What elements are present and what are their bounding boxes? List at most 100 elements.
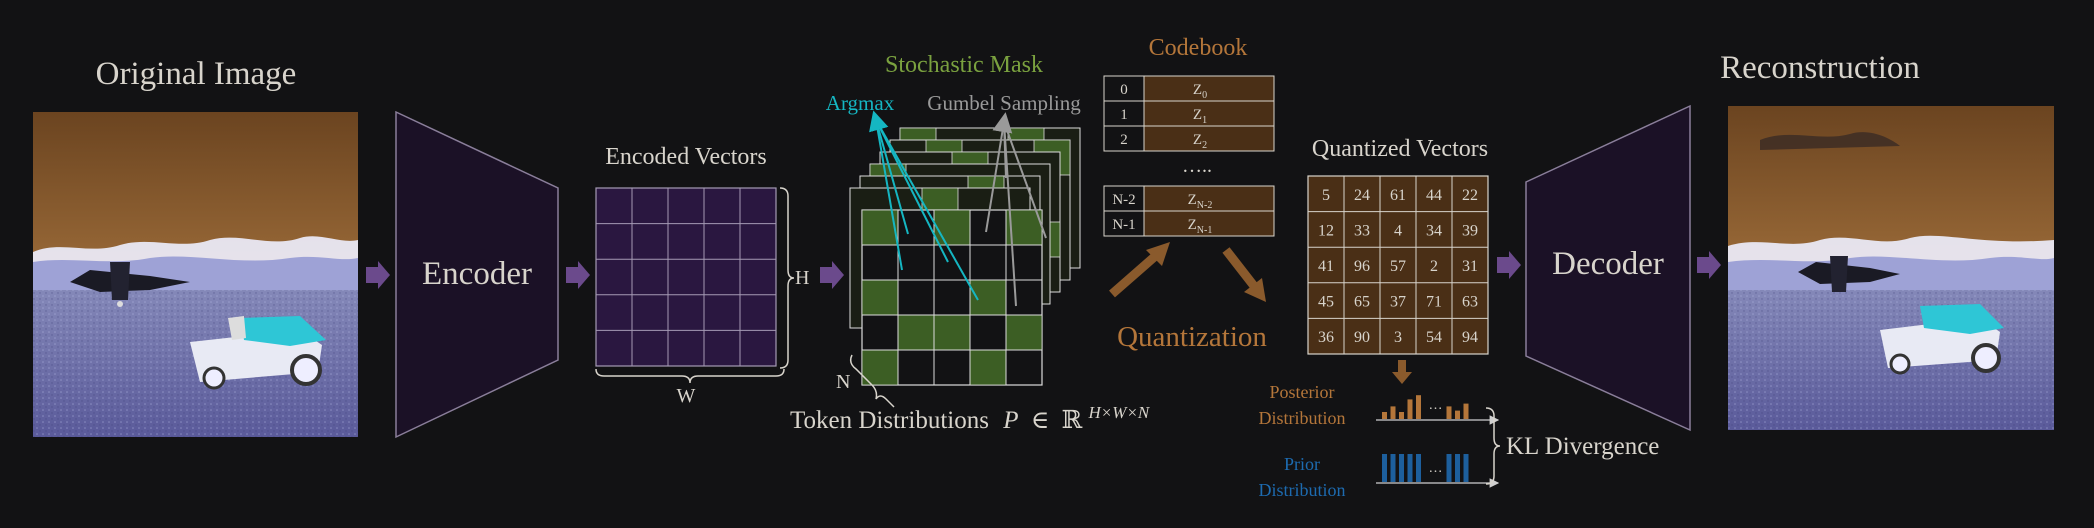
kl-divergence-label: KL Divergence [1506,433,1659,460]
quantized-cell-value: 57 [1390,258,1406,275]
prior-label-line2: Distribution [1258,480,1345,500]
w-label: W [677,385,696,407]
front-mask-cell [933,314,971,351]
prior-bar [1446,454,1452,482]
quantized-grid-frame [1307,175,1489,355]
posterior-bar [1390,406,1396,419]
quantized-vectors-label: Quantized Vectors [1312,136,1488,162]
codebook-index-2: 2 [1120,132,1128,148]
codebook-entry-letter: Z [1193,132,1202,148]
quantized-cell-value: 31 [1462,258,1478,275]
front-mask-cell [933,209,971,246]
posterior-histogram: … [1376,395,1500,425]
posterior-bar [1463,403,1469,419]
prior-bar [1390,454,1396,482]
codebook-entry-cell [1143,100,1275,127]
codebook-entry-cell [1143,125,1275,152]
quantized-cell-value: 39 [1462,222,1478,239]
token-distributions-label: Token Distributions P ∈ ℝ H×W×N [790,403,1151,434]
n-brace [849,354,895,408]
quantized-cell-value: 61 [1390,187,1406,204]
posterior-ellipsis: … [1429,398,1443,413]
prior-bar [1455,454,1460,482]
codebook-entry-0: Z0 [1193,82,1207,101]
quantized-cell-value: 3 [1394,329,1402,346]
quantization-arrows [1109,242,1266,302]
svg-text:Token Distributions P: Token Distributions P ∈ ℝ H×W×N [790,403,1151,434]
codebook-entry-subscript: N-1 [1197,225,1213,236]
gumbel-sampling-label: Gumbel Sampling [927,91,1081,115]
flow-arrow-3 [820,261,844,289]
codebook-index-4: N-1 [1112,217,1135,233]
codebook-index-cell [1103,125,1145,152]
posterior-bar [1455,410,1460,419]
quantized-cell-value: 33 [1354,222,1370,239]
token-dist-prefix: Token Distributions [790,407,989,434]
token-distribution-stack [849,110,1081,386]
encoder-label: Encoder [422,256,532,292]
codebook-entry-3: ZN-2 [1188,192,1213,211]
quantization-label: Quantization [1117,321,1267,353]
prior-bar [1399,454,1404,482]
reconstruction-title: Reconstruction [1720,50,1920,86]
gumbel-line [1003,121,1007,179]
quantized-cell-value: 71 [1426,294,1442,311]
token-dist-symbol: P [1002,407,1018,434]
posterior-bar [1446,406,1452,419]
original-image-title: Original Image [96,56,297,92]
codebook-index-3: N-2 [1112,192,1135,208]
flow-arrow-2 [566,261,590,289]
flow-arrow-4 [1497,251,1521,279]
quantized-cell-value: 2 [1430,258,1438,275]
codebook-entry-1: Z1 [1193,107,1207,126]
w-brace [595,368,785,384]
quantized-cell-value: 54 [1426,329,1442,346]
front-mask-cell [861,279,899,316]
decoder-label: Decoder [1552,246,1664,282]
codebook-entry-subscript: N-2 [1197,200,1213,211]
posterior-bar [1416,395,1421,419]
encoded-vectors-label: Encoded Vectors [605,144,767,170]
quantized-cell-value: 41 [1318,258,1334,275]
quantized-cell-value: 63 [1462,294,1478,311]
codebook-entry-cell [1143,210,1275,237]
argmax-line [875,119,903,271]
codebook-index-cell [1103,75,1145,102]
quantized-cell-value: 37 [1390,294,1406,311]
quantized-cell-value: 45 [1318,294,1334,311]
front-mask-cell [897,314,935,351]
quantized-cell-value: 12 [1318,222,1334,239]
codebook-index-1: 1 [1120,107,1128,123]
quantized-cell-value: 5 [1322,187,1330,204]
posterior-bar [1399,412,1404,419]
posterior-bar [1407,399,1413,419]
prior-ellipsis: … [1429,461,1443,476]
stochastic-mask-label: Stochastic Mask [885,52,1043,78]
quantized-cell-value: 96 [1354,258,1370,275]
token-dist-exponent: H×W×N [1088,403,1151,422]
posterior-label-line1: Posterior [1270,382,1335,402]
codebook-entry-letter: Z [1188,217,1197,233]
quantized-cell-value: 90 [1354,329,1370,346]
flow-arrow-5 [1697,251,1721,279]
quantized-cell-value: 94 [1462,329,1478,346]
codebook-entry-subscript: 0 [1202,90,1207,101]
flow-arrow-1 [366,261,390,289]
n-label: N [836,371,850,393]
front-mask-cell [1005,314,1043,351]
prior-bar [1463,454,1469,482]
argmax-label: Argmax [826,91,895,115]
encoded-grid-frame [595,187,777,367]
argmax-line [869,110,909,235]
gumbel-line [985,112,1013,233]
gumbel-line [1003,121,1047,239]
prior-bar [1407,454,1413,482]
codebook-entry-cell [1143,185,1275,212]
quantized-cell-value: 34 [1426,222,1442,239]
flow-arrows [366,251,1721,289]
posterior-label-line2: Distribution [1258,408,1345,428]
quantized-to-posterior-arrow [1392,360,1412,384]
